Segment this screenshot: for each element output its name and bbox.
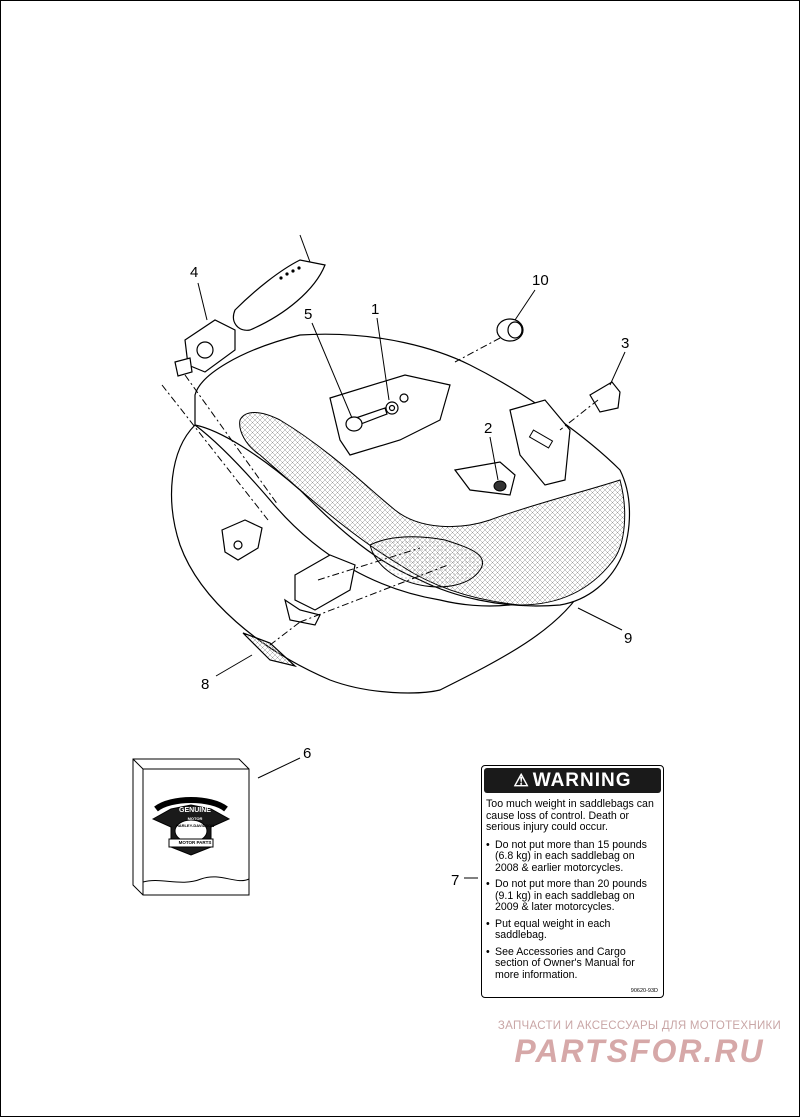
kit-logo-motor-parts: MOTOR PARTS	[178, 840, 212, 845]
kit-logo-genuine: GENUINE	[179, 807, 211, 814]
warning-intro: Too much weight in saddlebags can cause …	[486, 798, 654, 833]
dash-line-latch	[161, 384, 269, 521]
mesh-reflector-patch	[369, 536, 483, 588]
dash-line-latch-2	[184, 374, 279, 506]
watermark-tagline: ЗАПЧАСТИ И АКСЕССУАРЫ ДЛЯ МОТОТЕХНИКИ	[497, 1020, 782, 1032]
warning-bullet-list: Do not put more than 15 pounds (6.8 kg) …	[486, 839, 659, 982]
bolt-head	[345, 416, 363, 432]
kit-logo-harley: HARLEY-DAVIDSON	[175, 823, 215, 828]
callout-1: 1	[371, 301, 379, 318]
washer-hole	[388, 404, 396, 412]
callout-9: 9	[624, 630, 632, 647]
bumper-face	[507, 321, 523, 339]
dash-line-clip	[559, 399, 599, 431]
leader-9	[577, 607, 623, 631]
callout-10: 10	[532, 272, 549, 289]
leader-2	[489, 436, 499, 481]
latch-key-tabs	[174, 357, 193, 377]
kit-logo-cycles: CYCLES	[186, 830, 204, 835]
bracket-hole	[233, 540, 243, 550]
lower-latch-bracket	[284, 598, 321, 626]
kit-logo-text: GENUINE MOTOR HARLEY-DAVIDSON CYCLES MOT…	[171, 807, 219, 846]
strap-end-line	[299, 234, 311, 263]
medallion	[242, 632, 298, 668]
leader-8	[215, 654, 253, 677]
lid-latch-slot	[528, 429, 554, 449]
leader-6	[257, 757, 301, 779]
warning-title: WARNING	[532, 769, 632, 791]
mesh-trim-band	[239, 412, 626, 606]
callout-2: 2	[484, 420, 492, 437]
dash-line-medallion	[269, 621, 301, 646]
warning-header: ⚠ WARNING	[484, 768, 661, 793]
saddlebag-lower-shell	[171, 424, 586, 694]
callout-5: 5	[304, 306, 312, 323]
callout-4: 4	[190, 264, 198, 281]
leader-4	[197, 282, 208, 321]
callout-6: 6	[303, 745, 311, 762]
watermark-brand: PARTSFOR.RU	[514, 1033, 765, 1069]
watermark: ЗАПЧАСТИ И АКСЕССУАРЫ ДЛЯ МОТОТЕХНИКИ PA…	[487, 1020, 792, 1070]
leader-5	[311, 322, 353, 419]
leader-1	[376, 317, 390, 401]
warning-part-code: 90620-93D	[630, 988, 658, 994]
warning-triangle-icon: ⚠	[513, 770, 530, 790]
lid-top-recess	[329, 374, 451, 456]
dash-line-lower-2	[299, 564, 449, 623]
warning-bullet: See Accessories and Cargo section of Own…	[486, 946, 659, 982]
warning-bullet: Do not put more than 15 pounds (6.8 kg) …	[486, 839, 659, 875]
latch-knob	[196, 341, 214, 359]
parts-kit-box	[132, 758, 250, 896]
leader-3	[609, 351, 626, 386]
lower-latch	[294, 554, 356, 611]
kit-logo-motor: MOTOR	[187, 816, 203, 821]
warning-bullet: Put equal weight in each saddlebag.	[486, 918, 659, 942]
strap-holes	[279, 266, 301, 280]
mounting-bracket	[221, 519, 263, 561]
clip	[589, 381, 621, 413]
strap	[232, 259, 326, 331]
callout-7: 7	[451, 872, 459, 889]
warning-label: ⚠ WARNING Too much weight in saddlebags …	[481, 765, 664, 998]
callout-3: 3	[621, 335, 629, 352]
o-ring	[399, 393, 409, 403]
callout-8: 8	[201, 676, 209, 693]
warning-bullet: Do not put more than 20 pounds (9.1 kg) …	[486, 878, 659, 914]
dash-line-lower-1	[317, 547, 421, 581]
nut	[493, 480, 507, 492]
dash-line-bumper	[454, 337, 501, 363]
leader-10	[514, 289, 536, 321]
